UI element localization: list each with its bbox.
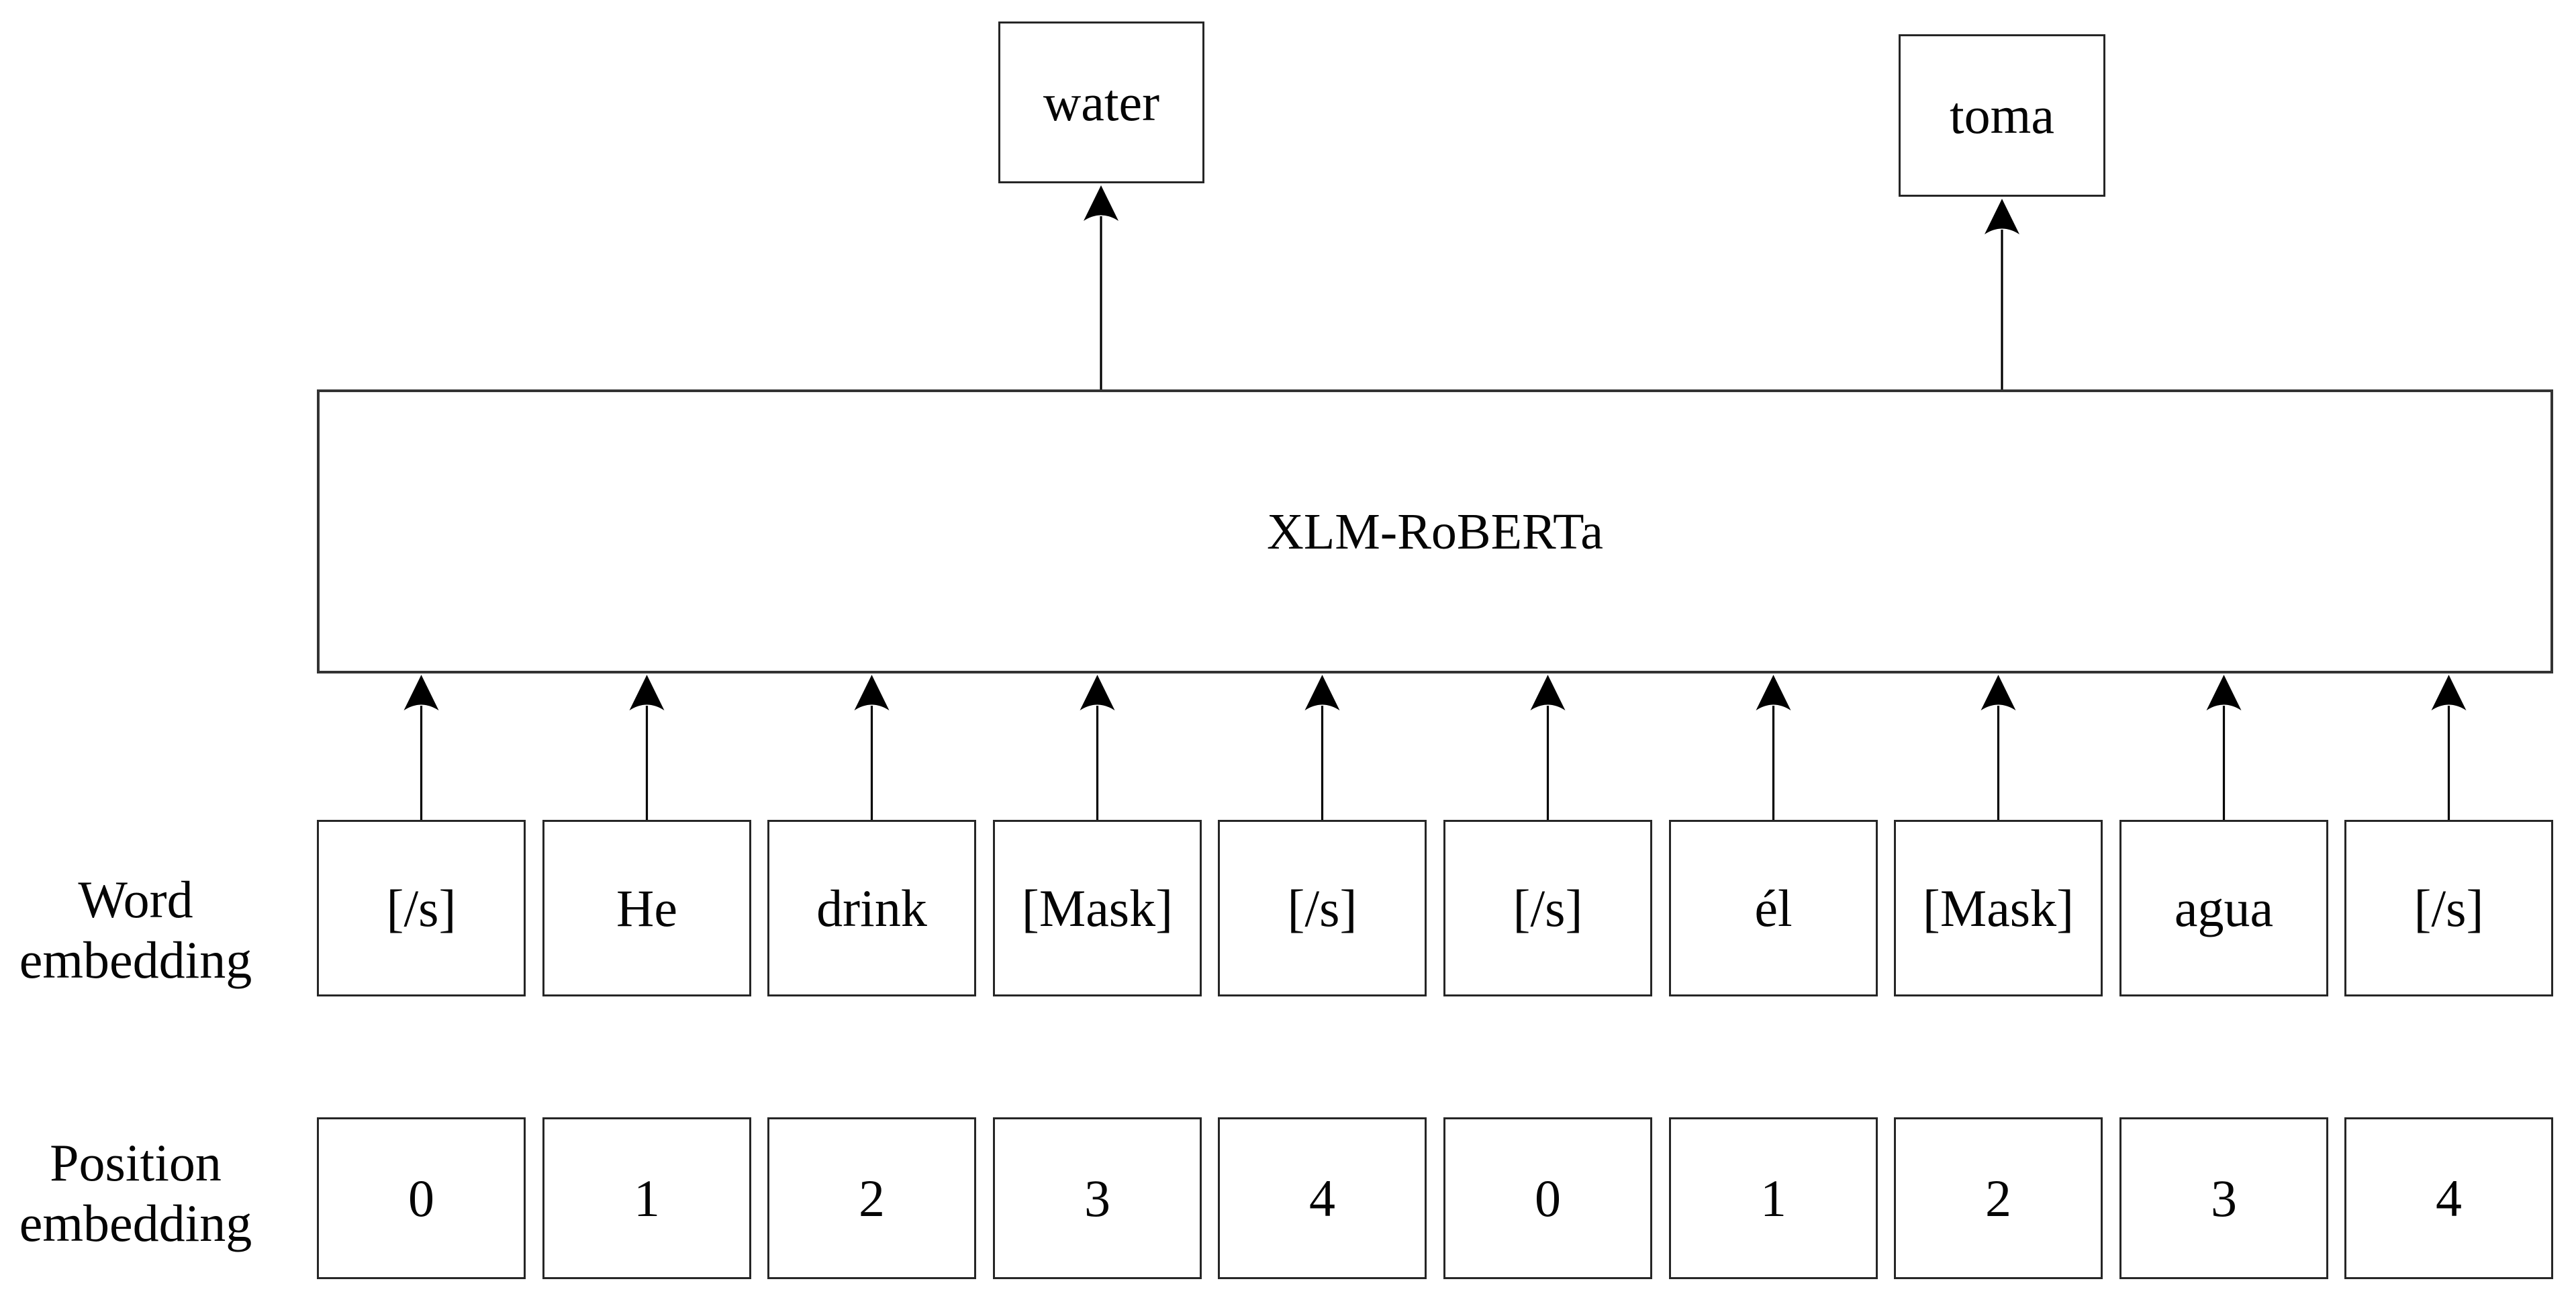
word-token-box: [/s] (1218, 820, 1427, 996)
output-box-water: water (998, 21, 1204, 183)
input-arrow (1080, 675, 1115, 820)
word-token-box: [/s] (1443, 820, 1652, 996)
output-arrow (1985, 199, 2019, 389)
position-value-box: 4 (1218, 1117, 1427, 1279)
word-token-box: [/s] (317, 820, 526, 996)
position-value-box: 3 (993, 1117, 1202, 1279)
input-arrow (2206, 675, 2242, 820)
word-embedding-label: Word embedding (0, 870, 271, 990)
position-embedding-label: Position embedding (0, 1133, 271, 1254)
input-arrow (1530, 675, 1566, 820)
position-value-box: 3 (2119, 1117, 2328, 1279)
position-value-box: 1 (1669, 1117, 1878, 1279)
word-embedding-label-line1: Word (78, 870, 193, 929)
word-token-box: He (542, 820, 751, 996)
input-arrow (629, 675, 665, 820)
word-token-box: él (1669, 820, 1878, 996)
position-value-box: 0 (1443, 1117, 1652, 1279)
input-arrow (1981, 675, 2016, 820)
word-token-box: [Mask] (1894, 820, 2103, 996)
output-arrow (1084, 185, 1118, 389)
position-embedding-label-line1: Position (50, 1133, 222, 1192)
word-embedding-label-line2: embedding (19, 931, 252, 989)
input-arrow (1304, 675, 1340, 820)
word-token-box: [/s] (2344, 820, 2553, 996)
model-box: XLM-RoBERTa (317, 389, 2553, 673)
word-token-box: agua (2119, 820, 2328, 996)
position-value-box: 1 (542, 1117, 751, 1279)
input-arrow (854, 675, 890, 820)
position-value-box: 4 (2344, 1117, 2553, 1279)
position-value-box: 2 (1894, 1117, 2103, 1279)
output-box-toma: toma (1899, 34, 2105, 197)
word-token-box: drink (767, 820, 976, 996)
input-arrow (403, 675, 439, 820)
position-value-box: 2 (767, 1117, 976, 1279)
position-value-box: 0 (317, 1117, 526, 1279)
position-embedding-label-line2: embedding (19, 1194, 252, 1252)
word-token-box: [Mask] (993, 820, 1202, 996)
input-arrow (1756, 675, 1791, 820)
input-arrow (2431, 675, 2467, 820)
